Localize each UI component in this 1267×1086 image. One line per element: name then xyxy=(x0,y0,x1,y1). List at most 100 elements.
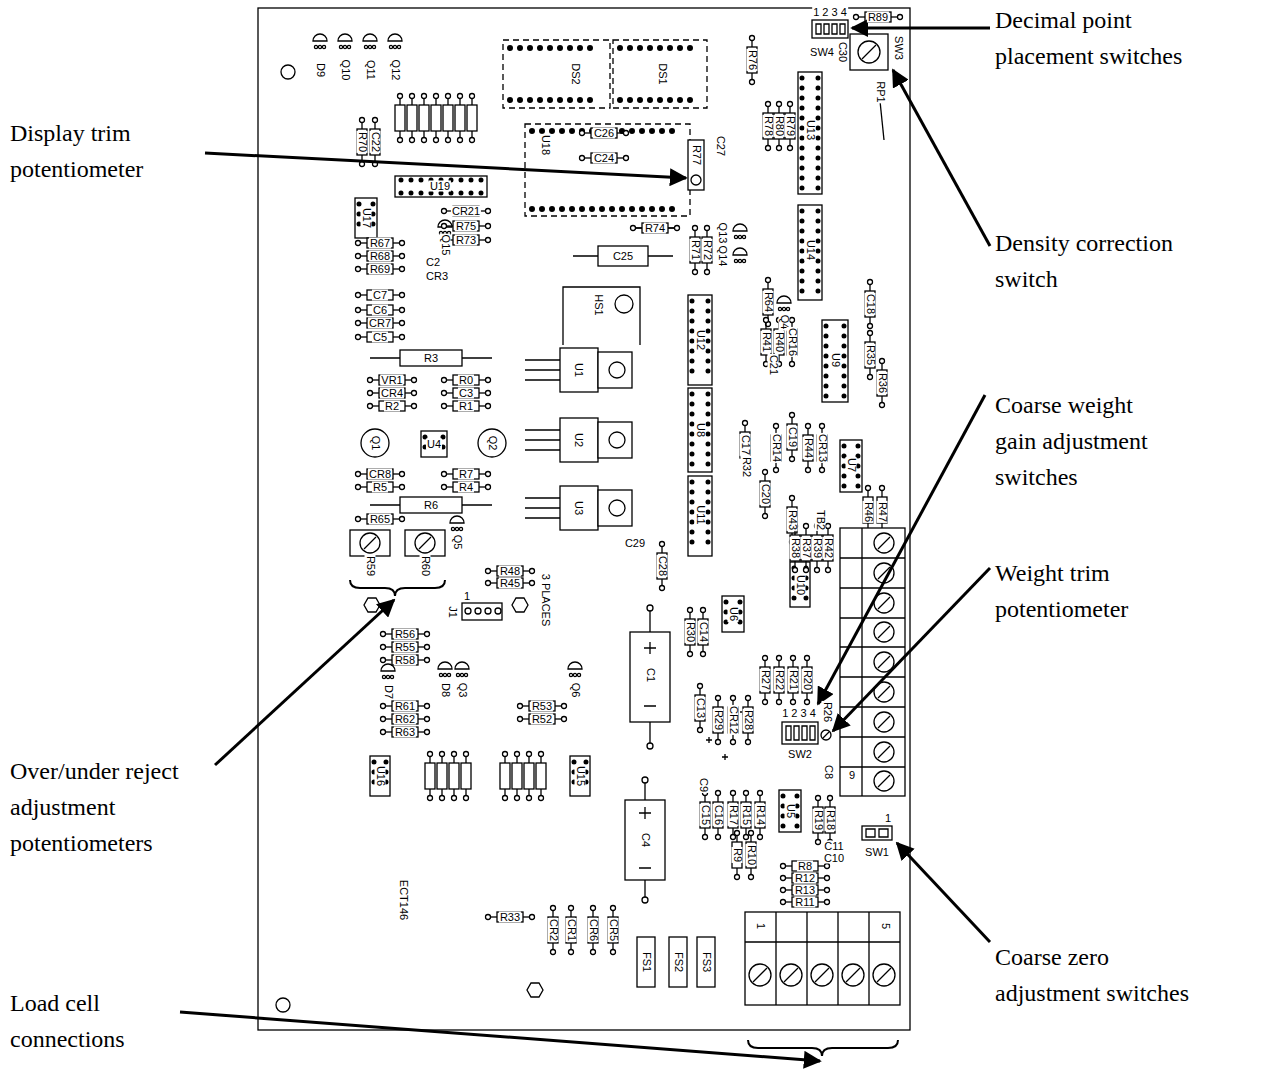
part-designator: U12 xyxy=(695,329,706,351)
led-symbol xyxy=(313,34,327,49)
part-designator: 3 PLACES xyxy=(540,573,551,628)
part-designator: R52 xyxy=(531,714,553,725)
part-designator: R59 xyxy=(365,555,376,577)
resistor-symbol xyxy=(395,94,405,143)
part-designator: 1 xyxy=(884,813,892,824)
part-designator: R79 xyxy=(785,115,796,137)
part-designator: C1 xyxy=(645,667,656,683)
part-designator: R72 xyxy=(702,239,713,261)
resistor-symbol xyxy=(825,796,835,845)
part-designator: R17 xyxy=(728,804,739,826)
ic-package xyxy=(395,176,487,197)
pin-row xyxy=(620,45,700,51)
part-designator: Q2 xyxy=(487,435,498,452)
pin-row xyxy=(620,97,700,103)
part-designator: R11 xyxy=(794,897,815,908)
part-designator: C27 xyxy=(715,135,726,157)
potentiometer-body xyxy=(350,530,390,556)
header-pin xyxy=(495,608,501,614)
diode-symbol xyxy=(356,318,405,328)
part-designator: R46 xyxy=(863,501,874,523)
pin-row xyxy=(816,78,821,189)
part-designator: R6 xyxy=(423,500,439,511)
switch-levers xyxy=(786,726,815,740)
terminal-block-body xyxy=(840,528,905,796)
switch-levers xyxy=(816,24,845,34)
part-designator: U9 xyxy=(830,352,841,368)
resistor-symbol xyxy=(781,885,830,895)
part-designator: R36 xyxy=(877,372,888,394)
leader-arrow xyxy=(852,27,990,30)
part-designator: R71 xyxy=(690,239,701,261)
capacitor-symbol xyxy=(787,413,797,462)
part-designator: R32 xyxy=(741,456,752,478)
part-designator: U13 xyxy=(805,119,816,141)
resistor-symbol xyxy=(813,796,823,845)
part-designator: C19 xyxy=(787,426,798,448)
capacitor-symbol xyxy=(580,128,629,138)
resistor-symbol xyxy=(774,656,784,705)
part-designator: R10 xyxy=(746,844,757,866)
ic-pins xyxy=(359,78,858,827)
resistor-symbol xyxy=(425,752,435,801)
fuse-symbol xyxy=(697,937,715,987)
terminal-block-body xyxy=(745,912,900,1005)
dip-switch xyxy=(862,826,892,840)
potentiometer-slot xyxy=(823,732,829,738)
regulator-tab xyxy=(598,490,632,526)
resistor-symbol xyxy=(442,206,491,216)
brace-bracket xyxy=(350,580,445,596)
resistor-symbol xyxy=(368,375,417,385)
resistor-symbol xyxy=(455,94,465,143)
part-designator: R2 xyxy=(384,401,400,412)
potentiometer-dial xyxy=(858,41,880,63)
led-symbol xyxy=(381,664,395,679)
part-designator: C2 xyxy=(425,257,441,268)
part-designator: R30 xyxy=(685,621,696,643)
resistor-symbol xyxy=(407,94,417,143)
part-designator: R75 xyxy=(455,221,477,232)
led-symbol xyxy=(438,662,452,677)
mounting-hole xyxy=(276,998,290,1012)
part-designator: R77 xyxy=(691,144,702,166)
transistor-can xyxy=(361,429,389,457)
capacitor-symbol xyxy=(598,246,648,266)
pin-row xyxy=(510,97,600,103)
part-designator: R65 xyxy=(369,514,391,525)
part-designator: R70 xyxy=(357,131,368,153)
part-designator: R41 xyxy=(761,331,772,353)
resistor-symbol xyxy=(443,94,453,143)
part-designator: R28 xyxy=(743,709,754,731)
part-designator: TB2 xyxy=(815,509,826,531)
ic-packages xyxy=(355,72,862,832)
polarity-marks xyxy=(706,709,746,760)
part-designator: R13 xyxy=(794,885,816,896)
part-designator: R21 xyxy=(788,669,799,691)
part-designator: R67 xyxy=(369,238,391,249)
capacitor-symbol xyxy=(356,332,405,342)
capacitor-symbol xyxy=(700,791,710,840)
resistor-symbol xyxy=(381,701,430,711)
display-outline xyxy=(503,40,610,108)
heat-sink xyxy=(525,287,640,530)
part-designator: C21 xyxy=(768,354,779,376)
part-designator: R22 xyxy=(774,669,785,691)
resistor-symbol xyxy=(512,752,522,801)
part-designator: 5 xyxy=(880,922,891,930)
resistor-symbol xyxy=(356,264,405,274)
part-designator: C4 xyxy=(640,832,651,848)
heat-sink-hole xyxy=(615,295,633,313)
pin-rows-outer xyxy=(510,48,700,209)
diode-symbol xyxy=(608,906,618,955)
resistor-symbol xyxy=(442,482,491,492)
part-designator: C15 xyxy=(700,804,711,826)
part-designator: U4 xyxy=(426,439,442,450)
callout-text: Over/under reject adjustment potentiomet… xyxy=(10,753,210,861)
part-designator: D7 xyxy=(383,684,394,700)
pin-row xyxy=(706,482,711,551)
resistor-symbol xyxy=(486,912,535,922)
header-connector xyxy=(462,603,502,620)
part-designator: SW1 xyxy=(864,847,890,858)
part-designator: C28 xyxy=(657,555,668,577)
leader-arrow xyxy=(833,568,990,731)
